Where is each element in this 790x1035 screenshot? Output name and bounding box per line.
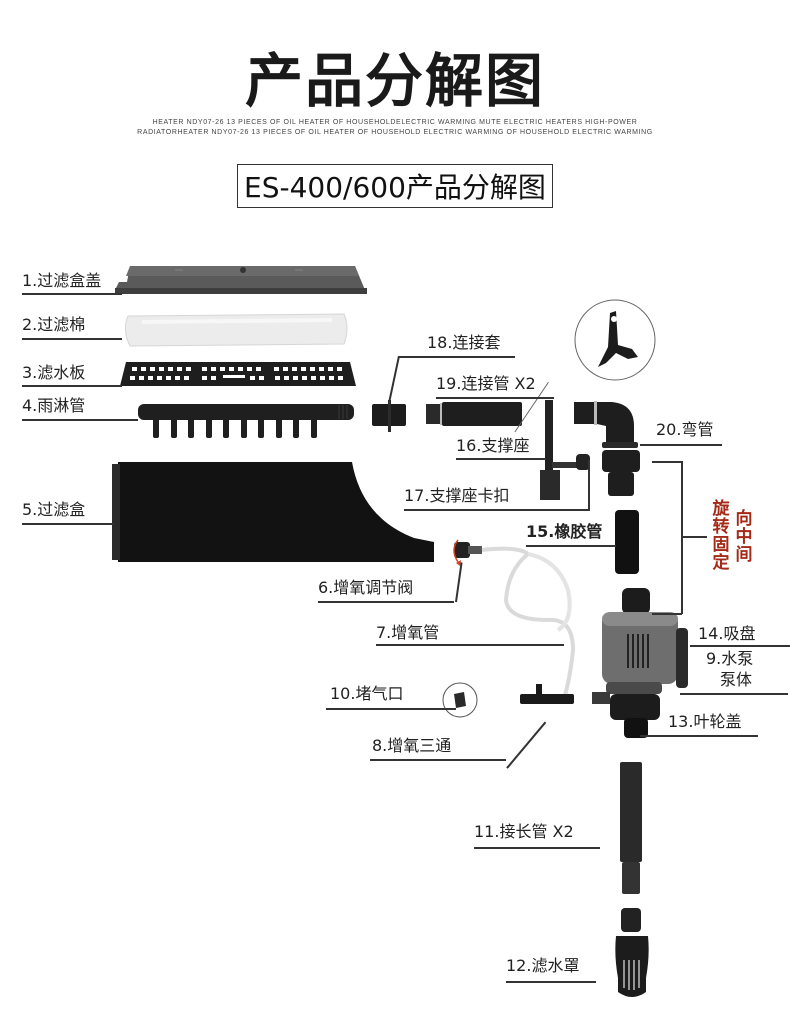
label-suction-cup: 14.吸盘 bbox=[698, 624, 756, 643]
spray-bar-image bbox=[138, 404, 354, 438]
bracket-bottom bbox=[652, 613, 682, 615]
leader-line-p13 bbox=[640, 735, 758, 737]
bracket-vertical bbox=[681, 461, 683, 614]
leader-line-p4 bbox=[22, 419, 138, 421]
page-title: 产品分解图 bbox=[244, 47, 545, 115]
support-stand-image bbox=[540, 400, 590, 500]
leader-line-p11 bbox=[474, 847, 600, 849]
label-filter-cotton: 2.过滤棉 bbox=[22, 315, 86, 334]
leader-line-p20 bbox=[640, 444, 722, 446]
leader-line-p1 bbox=[22, 293, 122, 295]
leader-line-p18-vert bbox=[387, 355, 400, 406]
english-subtitle: HEATER NDY07-26 13 PIECES OF OIL HEATER … bbox=[137, 119, 653, 136]
leader-line-p6 bbox=[318, 601, 454, 603]
filter-cotton-image bbox=[124, 313, 348, 347]
strainer-image bbox=[615, 908, 649, 997]
label-connector-sleeve: 18.连接套 bbox=[427, 333, 501, 352]
leader-line-p15 bbox=[526, 545, 616, 547]
bracket-top bbox=[652, 461, 682, 463]
filter-lid-image bbox=[115, 266, 367, 294]
bracket-middle bbox=[681, 536, 707, 538]
filter-plate-image bbox=[120, 362, 356, 386]
leader-line-p17 bbox=[404, 509, 590, 511]
leader-line-p19 bbox=[436, 397, 554, 399]
leader-line-p12 bbox=[506, 981, 596, 983]
label-elbow: 20.弯管 bbox=[656, 420, 714, 439]
air-tee-image bbox=[520, 684, 574, 704]
leader-line-p16 bbox=[456, 458, 546, 460]
label-pump-line1: 9.水泵 bbox=[706, 649, 754, 668]
leader-line-p8 bbox=[370, 759, 506, 761]
leader-line-p18 bbox=[398, 356, 515, 358]
leader-line-p2 bbox=[22, 338, 122, 340]
rubber-tube-image bbox=[615, 510, 639, 574]
label-rubber-tube: 15.橡胶管 bbox=[526, 522, 603, 541]
label-strainer: 12.滤水罩 bbox=[506, 956, 580, 975]
leader-line-p9 bbox=[680, 693, 788, 695]
leader-line-p8-diag bbox=[506, 721, 546, 769]
label-filter-lid: 1.过滤盒盖 bbox=[22, 271, 102, 290]
label-filter-plate: 3.滤水板 bbox=[22, 363, 86, 382]
leader-line-p6-vert bbox=[455, 562, 463, 603]
elbow-pipe-image bbox=[574, 401, 640, 496]
label-air-tee: 8.增氧三通 bbox=[372, 736, 452, 755]
label-air-plug: 10.堵气口 bbox=[330, 684, 404, 703]
label-extension-pipe: 11.接长管 X2 bbox=[474, 822, 574, 841]
label-impeller-cover: 13.叶轮盖 bbox=[668, 712, 742, 731]
leader-line-p5 bbox=[22, 523, 114, 525]
rotate-note-col1: 旋 转 固 定 bbox=[712, 499, 730, 573]
leader-line-p7 bbox=[376, 644, 564, 646]
connector-sleeve-image bbox=[372, 400, 406, 432]
label-pump-line2: 泵体 bbox=[720, 670, 753, 689]
air-tube-image bbox=[481, 546, 576, 703]
pump-body-image bbox=[592, 588, 688, 738]
label-support-clip: 17.支撑座卡扣 bbox=[404, 486, 510, 505]
connector-pipe-image bbox=[426, 402, 522, 426]
model-title-box: ES-400/600产品分解图 bbox=[237, 164, 553, 208]
model-title: ES-400/600产品分解图 bbox=[244, 171, 546, 204]
label-air-valve: 6.增氧调节阀 bbox=[318, 578, 414, 597]
leader-line-p14 bbox=[690, 645, 790, 647]
label-connector-pipe: 19.连接管 X2 bbox=[436, 374, 536, 393]
leader-line-p17-vert bbox=[588, 460, 590, 510]
label-filter-box: 5.过滤盒 bbox=[22, 500, 86, 519]
filter-box-image bbox=[112, 462, 434, 562]
label-support-stand: 16.支撑座 bbox=[456, 436, 530, 455]
support-detail-circle bbox=[574, 299, 656, 381]
label-spray-bar: 4.雨淋管 bbox=[22, 396, 86, 415]
extension-pipe-image bbox=[620, 762, 642, 894]
leader-line-p3 bbox=[22, 385, 122, 387]
label-air-tube: 7.增氧管 bbox=[376, 623, 440, 642]
air-plug-image bbox=[442, 682, 478, 718]
leader-line-p10 bbox=[326, 708, 456, 710]
rotate-note-col2: 向 中 间 bbox=[735, 509, 753, 565]
